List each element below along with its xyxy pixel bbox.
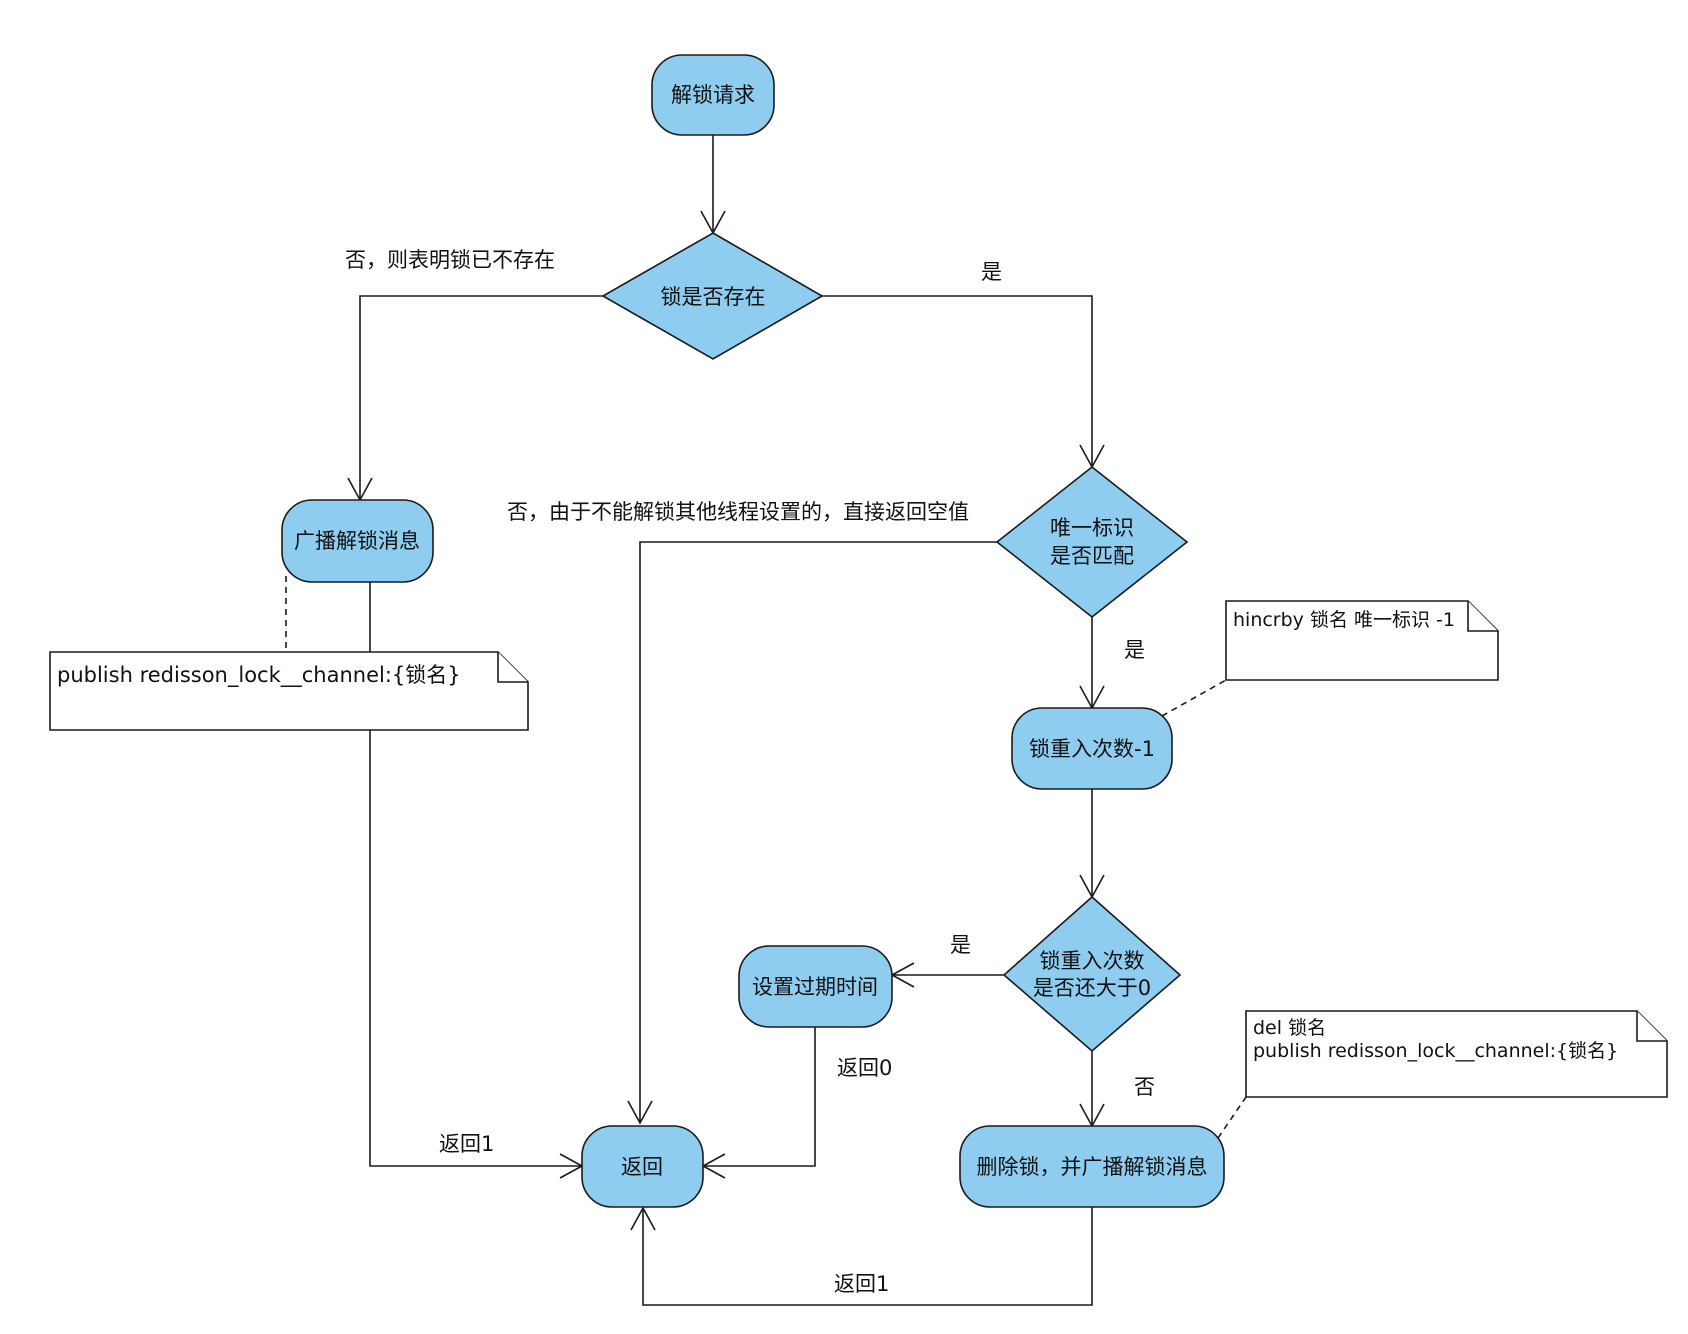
label-return1-bottom: 返回1 (834, 1272, 889, 1296)
node-start: 解锁请求 (651, 54, 775, 136)
decision-lock-exists: 锁是否存在 (601, 232, 824, 360)
node-broadcast-label: 广播解锁消息 (294, 529, 420, 553)
decision-count-label-2: 是否还大于0 (1033, 976, 1151, 1000)
node-delete-lock: 删除锁，并广播解锁消息 (959, 1125, 1225, 1208)
edge-idmatch-no (639, 541, 997, 1123)
note-publish-text: publish redisson_lock__channel:{锁名} (57, 663, 461, 688)
node-return: 返回 (581, 1125, 704, 1208)
note-del-text-1: del 锁名 (1253, 1017, 1326, 1039)
decision-lock-exists-label: 锁是否存在 (661, 285, 766, 309)
note-del: del 锁名 publish redisson_lock__channel:{锁… (1245, 1010, 1668, 1098)
label-no-count: 否 (1134, 1075, 1155, 1099)
label-return0: 返回0 (837, 1056, 892, 1080)
note-del-text-2: publish redisson_lock__channel:{锁名} (1253, 1040, 1618, 1062)
node-return-label: 返回 (621, 1155, 663, 1179)
label-no-lock: 否，则表明锁已不存在 (345, 248, 555, 272)
decision-id-match-label-2: 是否匹配 (1050, 544, 1134, 568)
decision-id-match-label-1: 唯一标识 (1050, 516, 1134, 540)
node-broadcast: 广播解锁消息 (281, 499, 434, 583)
edge-exists-no (359, 295, 603, 500)
edge-expire-to-return (703, 1027, 816, 1167)
label-return1-left: 返回1 (439, 1132, 494, 1156)
note-hincrby: hincrby 锁名 唯一标识 -1 (1225, 600, 1499, 681)
note-hincrby-text: hincrby 锁名 唯一标识 -1 (1233, 609, 1455, 631)
node-decrement-label: 锁重入次数-1 (1029, 737, 1155, 761)
decision-count-label-1: 锁重入次数 (1040, 949, 1145, 973)
note-publish: publish redisson_lock__channel:{锁名} (49, 651, 529, 731)
node-set-expire-label: 设置过期时间 (752, 975, 878, 999)
edge-delete-to-return (642, 1207, 1093, 1306)
node-set-expire: 设置过期时间 (738, 945, 893, 1028)
node-decrement: 锁重入次数-1 (1011, 707, 1173, 790)
edge-labels: 否，则表明锁已不存在 是 否，由于不能解锁其他线程设置的，直接返回空值 是 是 … (345, 248, 1155, 1296)
label-yes-match: 是 (1124, 638, 1145, 662)
note-connector-del (1217, 1096, 1247, 1139)
arrowhead (627, 1100, 653, 1125)
node-delete-lock-label: 删除锁，并广播解锁消息 (977, 1155, 1208, 1179)
edge-exists-yes (822, 295, 1093, 467)
decision-id-match: 唯一标识 是否匹配 (995, 465, 1189, 619)
note-connector-hincrby (1161, 679, 1227, 717)
edges (285, 135, 1247, 1306)
arrowhead (630, 1206, 656, 1231)
label-yes-count: 是 (950, 933, 971, 957)
label-no-match: 否，由于不能解锁其他线程设置的，直接返回空值 (507, 500, 969, 524)
edge-broadcast-to-return (369, 582, 582, 1167)
node-start-label: 解锁请求 (671, 83, 755, 107)
label-yes-exists: 是 (981, 260, 1002, 284)
decision-count: 锁重入次数 是否还大于0 (1002, 895, 1182, 1053)
